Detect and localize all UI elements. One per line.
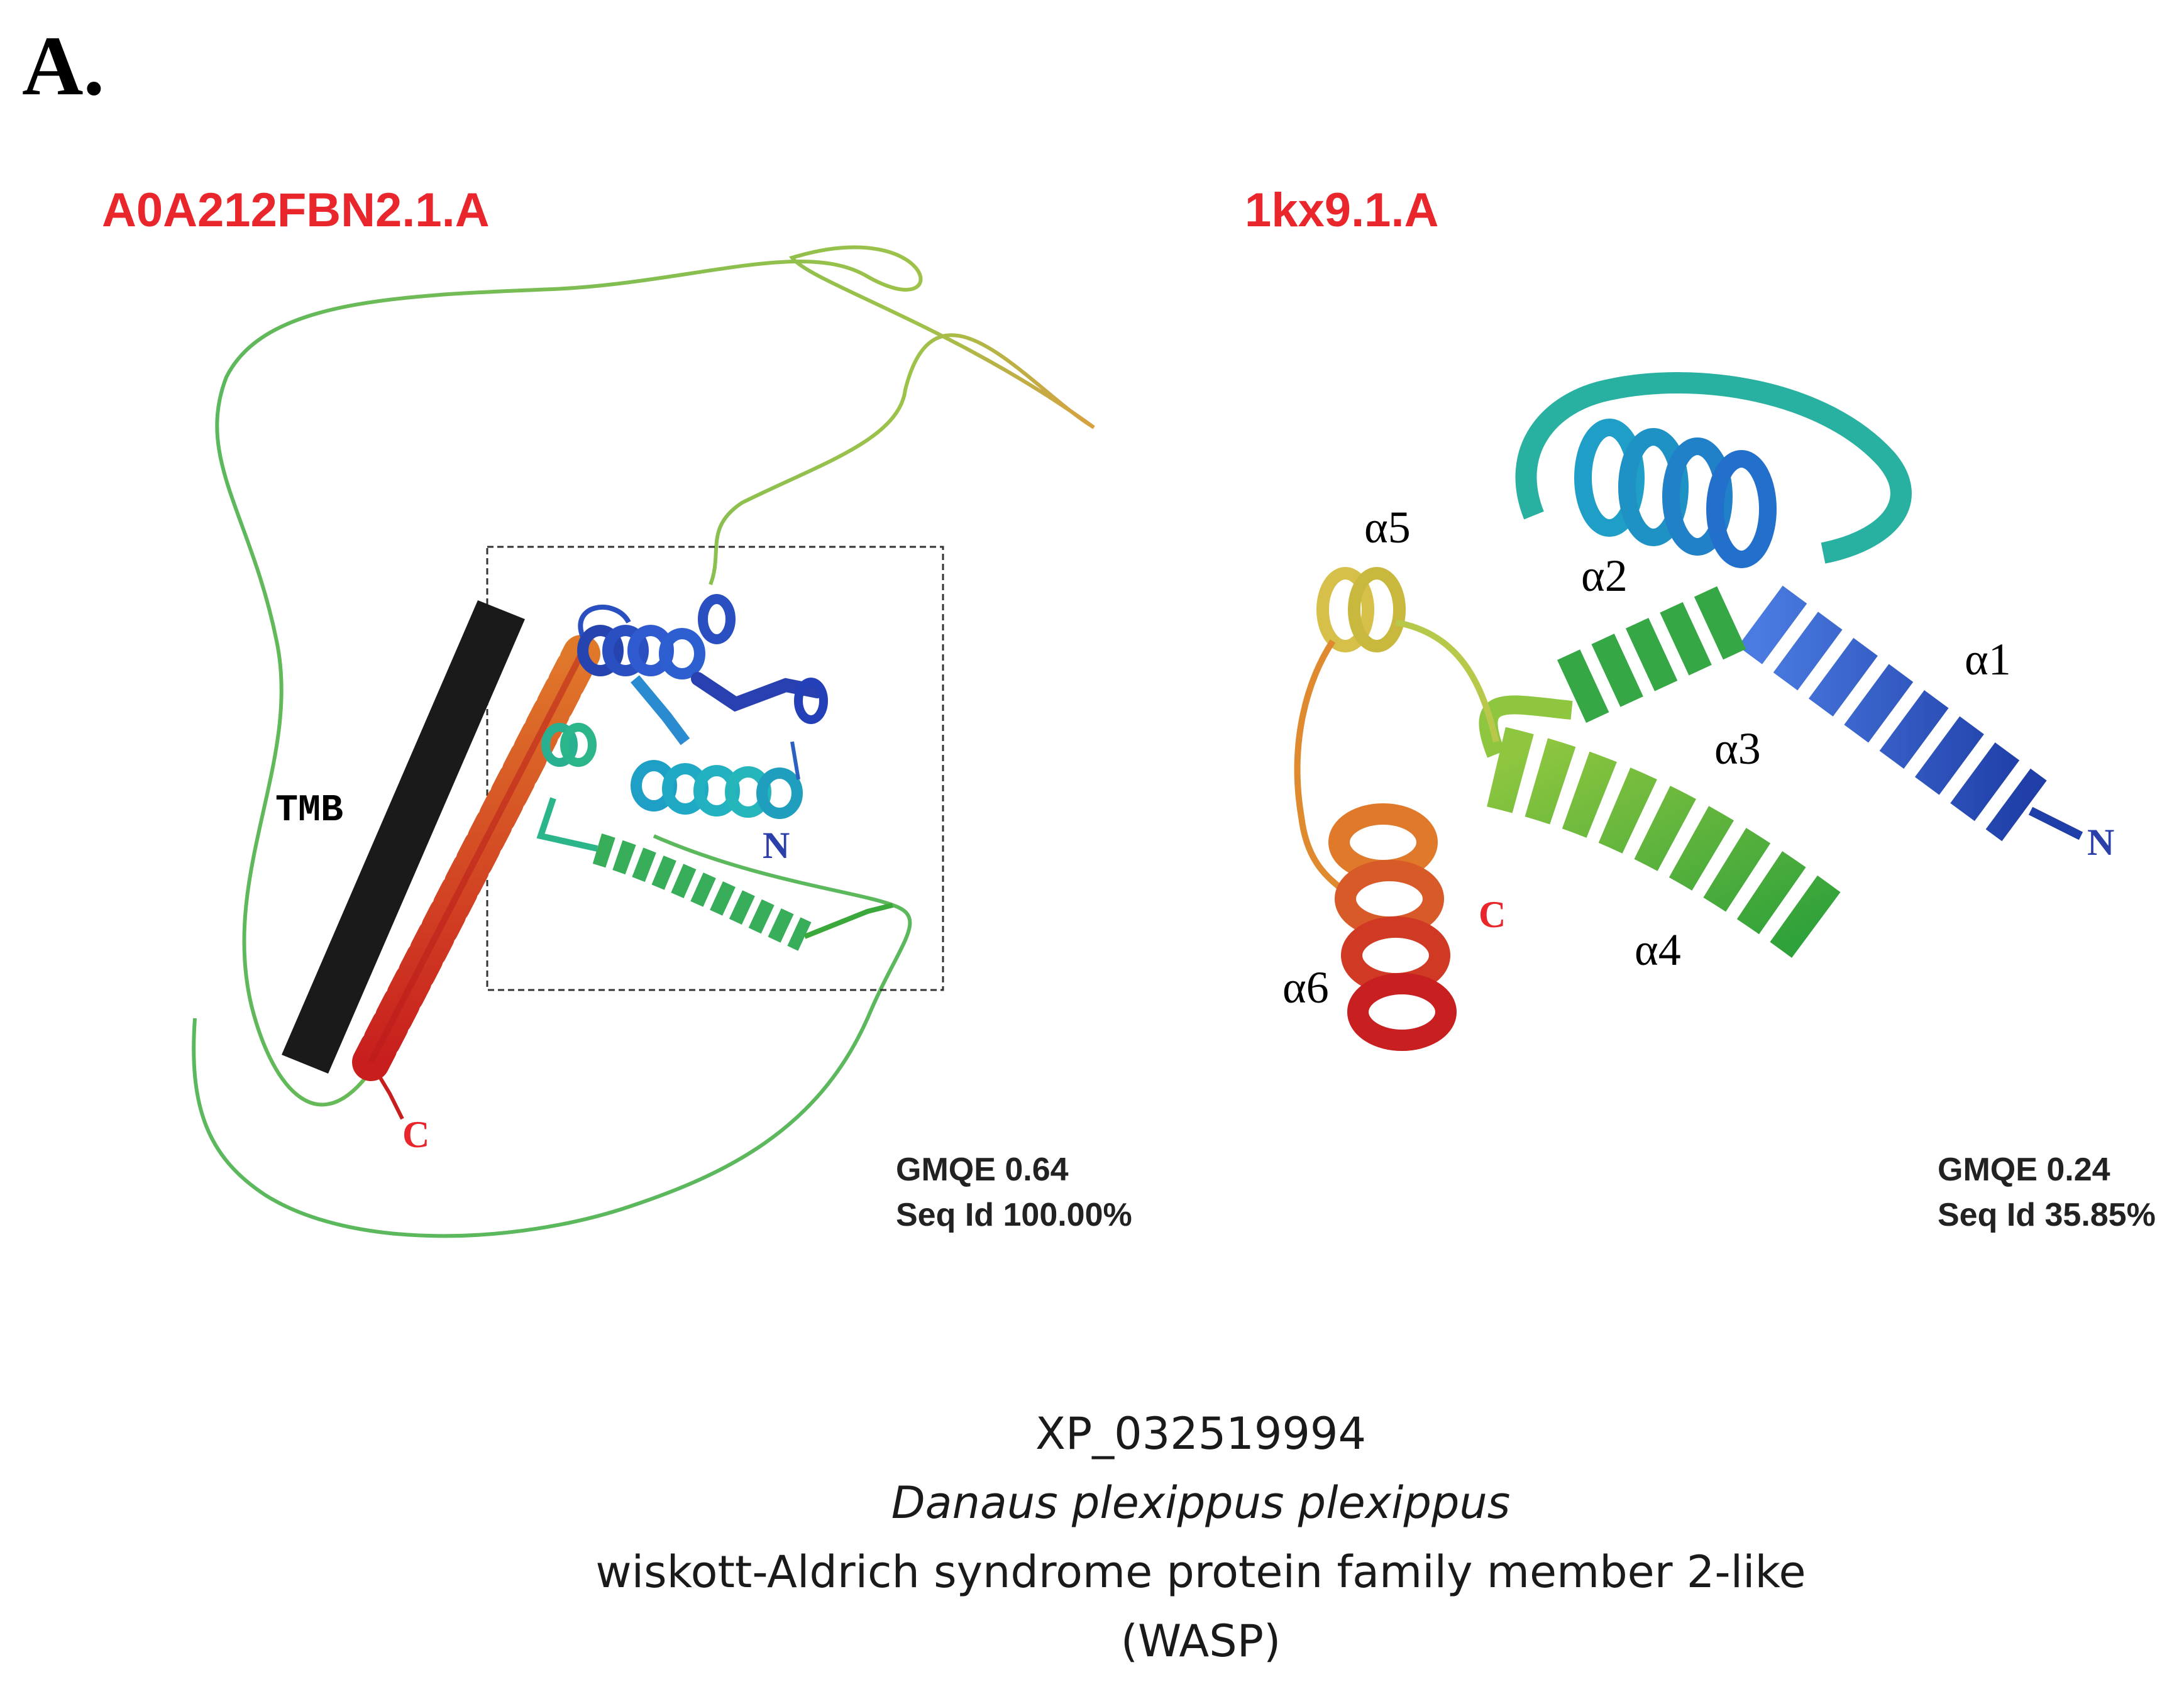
right-n-terminus: N	[2087, 822, 2114, 863]
right-seq-id: Seq Id 35.85%	[1938, 1197, 2156, 1233]
left-gmqe: GMQE 0.64	[896, 1152, 1069, 1188]
caption-accession: XP_032519994	[1035, 1408, 1366, 1460]
caption-protein-name: wiskott-Aldrich syndrome protein family …	[595, 1546, 1806, 1598]
right-helix-a4	[1488, 705, 1823, 930]
label-alpha6: α6	[1282, 962, 1329, 1013]
label-alpha4: α4	[1635, 925, 1681, 975]
caption-species: Danaus plexippus plexippus	[891, 1477, 1510, 1529]
label-alpha2: α2	[1581, 551, 1628, 601]
right-helix-a1	[1760, 616, 2081, 836]
right-model: 1kx9.1.A	[1245, 184, 2156, 1233]
caption-abbreviation: (WASP)	[1121, 1615, 1281, 1667]
left-blue-helices	[580, 599, 824, 742]
left-seq-id: Seq Id 100.00%	[896, 1197, 1132, 1233]
right-c-terminus: C	[1479, 894, 1506, 935]
right-helix-a6	[1339, 814, 1446, 1040]
right-helix-a3	[1572, 616, 1735, 691]
right-gmqe: GMQE 0.24	[1938, 1152, 2110, 1188]
right-helix-a2	[1583, 427, 1768, 559]
tmb-label: TMB	[275, 789, 343, 832]
panel-letter: A.	[22, 19, 104, 113]
left-n-terminus: N	[763, 825, 790, 866]
right-model-title: 1kx9.1.A	[1245, 184, 1438, 237]
left-model-title: A0A212FBN2.1.A	[102, 184, 490, 237]
label-alpha5: α5	[1364, 502, 1411, 553]
left-cyan-helix	[636, 742, 798, 813]
left-c-terminus: C	[402, 1114, 429, 1155]
left-model: A0A212FBN2.1.A TMB	[102, 184, 1132, 1236]
left-green-helix	[541, 798, 893, 937]
right-helix-a5	[1298, 573, 1496, 893]
label-alpha1: α1	[1965, 634, 2011, 685]
label-alpha3: α3	[1714, 723, 1761, 774]
caption: XP_032519994 Danaus plexippus plexippus …	[595, 1408, 1806, 1667]
